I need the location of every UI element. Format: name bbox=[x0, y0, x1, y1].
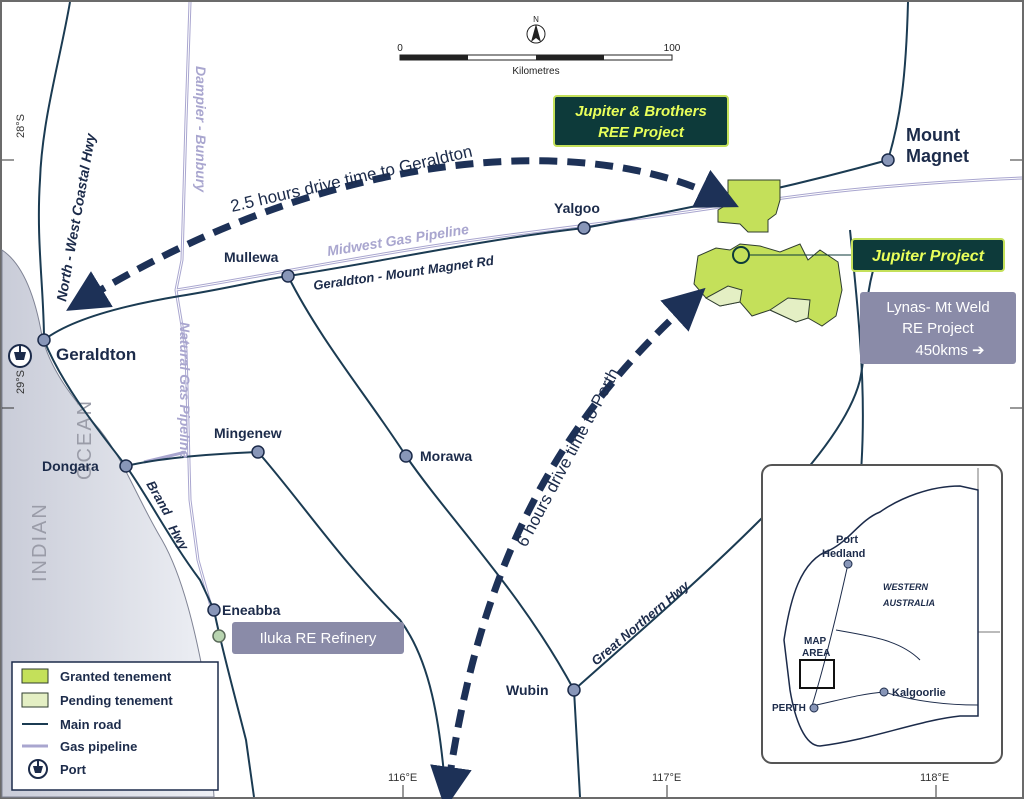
svg-text:Jupiter Project: Jupiter Project bbox=[872, 248, 985, 265]
lon-label: 117°E bbox=[652, 772, 681, 784]
inset-marker-port-hedland bbox=[843, 559, 853, 569]
callout-iluka-refinery: Iluka RE Refinery bbox=[232, 622, 404, 654]
town-marker-dongara bbox=[119, 459, 133, 473]
svg-text:0: 0 bbox=[397, 43, 403, 54]
town-label-yalgoo: Yalgoo bbox=[554, 200, 600, 216]
town-label-magnet: Magnet bbox=[906, 146, 969, 166]
town-label-eneabba: Eneabba bbox=[222, 602, 281, 618]
town-marker-mullewa bbox=[281, 269, 295, 283]
svg-text:Port: Port bbox=[836, 534, 858, 546]
iluka-refinery-marker bbox=[212, 629, 226, 643]
lon-label: 116°E bbox=[388, 772, 417, 784]
town-marker-morawa bbox=[399, 449, 413, 463]
ocean-label: INDIAN bbox=[29, 502, 51, 582]
svg-text:100: 100 bbox=[664, 43, 681, 54]
town-label-dongara: Dongara bbox=[42, 458, 99, 474]
legend-label: Granted tenement bbox=[60, 669, 172, 684]
inset-roads bbox=[811, 563, 979, 707]
svg-text:N: N bbox=[533, 15, 539, 24]
drive-time-arrow-geraldton bbox=[66, 157, 739, 311]
legend-port-icon bbox=[28, 759, 48, 779]
map-legend: Granted tenement Pending tenement Main r… bbox=[11, 661, 219, 791]
legend-swatch-pending bbox=[21, 692, 49, 708]
callout-jupiter-project: Jupiter Project bbox=[851, 238, 1005, 272]
town-marker-eneabba bbox=[207, 603, 221, 617]
town-marker-mingenew bbox=[251, 445, 265, 459]
svg-text:Kilometres: Kilometres bbox=[512, 66, 559, 77]
town-label-wubin: Wubin bbox=[506, 682, 549, 698]
drive-time-arrow-perth bbox=[430, 287, 706, 799]
pending-tenement bbox=[768, 297, 811, 323]
town-label-geraldton: Geraldton bbox=[56, 345, 136, 364]
lat-label: 28°S bbox=[15, 114, 27, 138]
legend-label: Main road bbox=[60, 717, 121, 732]
callout-jupiter-brothers: Jupiter & Brothers REE Project bbox=[553, 95, 729, 147]
pipeline-label: Natural Gas Pipeline bbox=[177, 322, 193, 458]
pipeline-label: Dampier - Bunbury bbox=[193, 66, 209, 193]
town-label-mingenew: Mingenew bbox=[214, 425, 282, 441]
lat-label: 29°S bbox=[15, 370, 27, 394]
svg-text:Lynas- Mt Weld: Lynas- Mt Weld bbox=[886, 299, 989, 316]
jupiter-project-marker bbox=[732, 246, 750, 264]
svg-text:REE Project: REE Project bbox=[598, 124, 685, 141]
town-markers bbox=[37, 153, 895, 697]
svg-text:WESTERN: WESTERN bbox=[883, 582, 929, 592]
town-marker-wubin bbox=[567, 683, 581, 697]
north-west-coastal-hwy bbox=[37, 1, 71, 341]
svg-text:Hedland: Hedland bbox=[822, 548, 865, 560]
svg-text:PERTH: PERTH bbox=[772, 703, 806, 714]
svg-text:450kms ➔: 450kms ➔ bbox=[915, 342, 984, 359]
inset-marker-kalgoorlie bbox=[879, 687, 889, 697]
svg-text:Iluka RE Refinery: Iluka RE Refinery bbox=[260, 630, 377, 647]
svg-text:RE Project: RE Project bbox=[902, 320, 975, 337]
town-marker-geraldton bbox=[37, 333, 51, 347]
svg-text:MAP: MAP bbox=[804, 636, 827, 647]
inset-map: Port Hedland WESTERN AUSTRALIA MAP AREA … bbox=[761, 464, 1003, 764]
legend-label: Port bbox=[60, 762, 87, 777]
town-label-morawa: Morawa bbox=[420, 448, 472, 464]
town-marker-yalgoo bbox=[577, 221, 591, 235]
road-south-eneabba bbox=[213, 609, 255, 798]
town-label-mullewa: Mullewa bbox=[224, 249, 279, 265]
inset-map-area-box bbox=[799, 659, 835, 689]
road-north-mount-magnet bbox=[887, 1, 909, 161]
legend-swatch-granted bbox=[21, 668, 49, 684]
callout-lynas-mt-weld: Lynas- Mt Weld RE Project 450kms ➔ bbox=[860, 292, 1016, 364]
geraldton-port-icon bbox=[8, 344, 32, 368]
town-label-mount: Mount bbox=[906, 125, 960, 145]
legend-label: Gas pipeline bbox=[60, 739, 137, 754]
inset-marker-perth bbox=[809, 703, 819, 713]
inset-wa-outline bbox=[783, 485, 979, 747]
svg-text:Kalgoorlie: Kalgoorlie bbox=[892, 687, 946, 699]
svg-text:Jupiter & Brothers: Jupiter & Brothers bbox=[575, 103, 707, 120]
town-marker-mount-magnet bbox=[881, 153, 895, 167]
scale-bar: 0 100 Kilometres bbox=[397, 43, 681, 77]
svg-text:AUSTRALIA: AUSTRALIA bbox=[882, 598, 935, 608]
north-arrow-icon: N bbox=[526, 15, 546, 44]
svg-text:AREA: AREA bbox=[802, 648, 830, 659]
legend-label: Pending tenement bbox=[60, 693, 173, 708]
lon-label: 118°E bbox=[920, 772, 949, 784]
